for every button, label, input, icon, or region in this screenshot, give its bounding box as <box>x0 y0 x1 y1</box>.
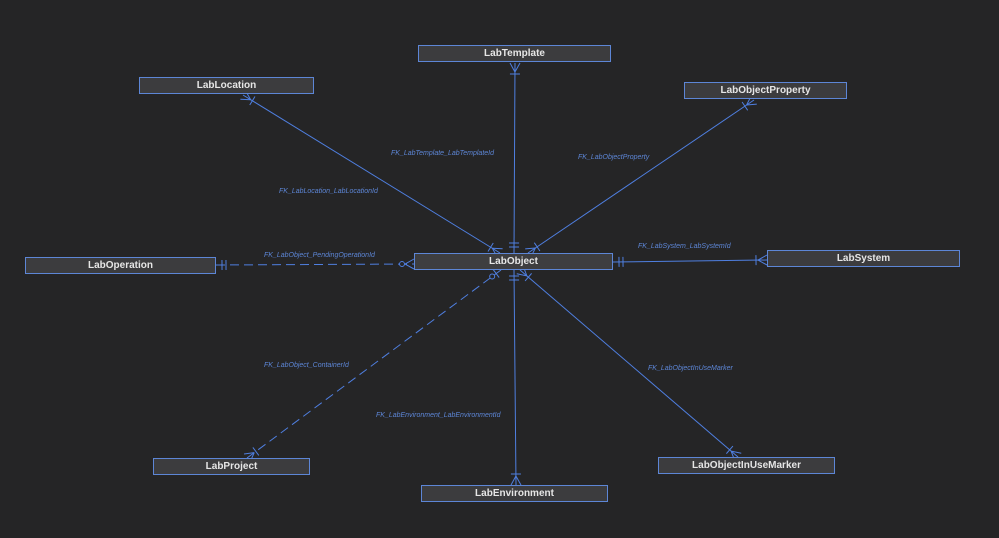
relationship-line[interactable] <box>215 263 415 266</box>
relationship-end-marker <box>524 273 532 282</box>
relationship-end-marker <box>404 263 415 270</box>
entity-label: LabProject <box>205 461 258 472</box>
relationship-fk-labenvironment-labenvironmentid[interactable]: FK_LabEnvironment_LabEnvironmentId <box>376 269 522 486</box>
relationship-end-marker <box>515 475 522 486</box>
entity-label: LabOperation <box>87 260 153 271</box>
relationship-line[interactable] <box>519 269 739 458</box>
relationship-label: FK_LabObjectProperty <box>578 154 650 161</box>
relationship-end-marker <box>399 261 406 268</box>
relationship-label: FK_LabTemplate_LabTemplateId <box>391 150 495 157</box>
relationship-line[interactable] <box>513 62 516 254</box>
entity-label: LabEnvironment <box>475 488 554 499</box>
relationship-end-marker <box>533 242 541 252</box>
entity-label: LabSystem <box>836 253 891 264</box>
relationship-end-marker <box>492 269 500 278</box>
relationship-end-marker <box>757 254 768 261</box>
entity-labenvironment[interactable]: LabEnvironment <box>421 485 608 502</box>
entity-labtemplate[interactable]: LabTemplate <box>418 45 611 62</box>
entity-label: LabObjectProperty <box>720 85 811 96</box>
relationship-line[interactable] <box>527 99 755 254</box>
relationship-end-marker <box>489 273 496 280</box>
relationship-fk-labobject-pendingoperationid[interactable]: FK_LabObject_PendingOperationId <box>215 252 415 270</box>
relationship-fk-lablocation-lablocationid[interactable]: FK_LabLocation_LabLocationId <box>240 90 503 258</box>
relationship-end-marker <box>741 101 749 111</box>
entity-labobjectinusemarker[interactable]: LabObjectInUseMarker <box>658 457 835 474</box>
entity-label: LabLocation <box>196 80 257 91</box>
entity-labproject[interactable]: LabProject <box>153 458 310 475</box>
relationship-end-marker <box>510 475 517 486</box>
entity-label: LabObjectInUseMarker <box>692 460 801 471</box>
entity-label: LabObject <box>489 256 538 267</box>
relationship-line[interactable] <box>242 94 501 254</box>
relationship-line[interactable] <box>612 259 768 263</box>
relationship-fk-labsystem-labsystemid[interactable]: FK_LabSystem_LabSystemId <box>612 243 768 267</box>
relationship-end-marker <box>514 62 521 73</box>
relationship-end-marker <box>249 96 256 106</box>
relationship-label: FK_LabObject_ContainerId <box>264 362 350 369</box>
entity-labobject[interactable]: LabObject <box>414 253 613 270</box>
entity-laboperation[interactable]: LabOperation <box>25 257 216 274</box>
relationship-label: FK_LabEnvironment_LabEnvironmentId <box>376 412 502 419</box>
relationship-fk-labobject-containerid[interactable]: FK_LabObject_ContainerId <box>243 269 502 463</box>
relationship-end-marker <box>509 62 516 73</box>
relationship-end-marker <box>516 273 527 277</box>
relationship-end-marker <box>487 242 494 252</box>
relationship-end-marker <box>726 445 734 454</box>
relationship-label: FK_LabObject_PendingOperationId <box>264 252 376 259</box>
entity-lablocation[interactable]: LabLocation <box>139 77 314 94</box>
relationship-end-marker <box>746 103 757 106</box>
relationship-label: FK_LabSystem_LabSystemId <box>638 243 732 250</box>
entity-labsystem[interactable]: LabSystem <box>767 250 960 267</box>
relationship-fk-labobjectinusemarker[interactable]: FK_LabObjectInUseMarker <box>516 266 742 461</box>
relationship-end-marker <box>757 259 768 266</box>
relationship-fk-labtemplate-labtemplateid[interactable]: FK_LabTemplate_LabTemplateId <box>391 62 521 254</box>
relationship-end-marker <box>404 258 415 265</box>
relationship-end-marker <box>243 452 255 455</box>
relationship-label: FK_LabObjectInUseMarker <box>648 365 733 372</box>
relationship-end-marker <box>731 450 742 454</box>
relationship-fk-labobjectproperty[interactable]: FK_LabObjectProperty <box>525 95 757 258</box>
relationship-label: FK_LabLocation_LabLocationId <box>279 188 379 195</box>
relationship-line[interactable] <box>246 269 502 459</box>
entity-label: LabTemplate <box>484 48 545 59</box>
relationship-end-marker <box>252 447 260 456</box>
relationship-end-marker <box>525 247 536 250</box>
entity-labobjectproperty[interactable]: LabObjectProperty <box>684 82 847 99</box>
relationship-line[interactable] <box>513 269 517 486</box>
